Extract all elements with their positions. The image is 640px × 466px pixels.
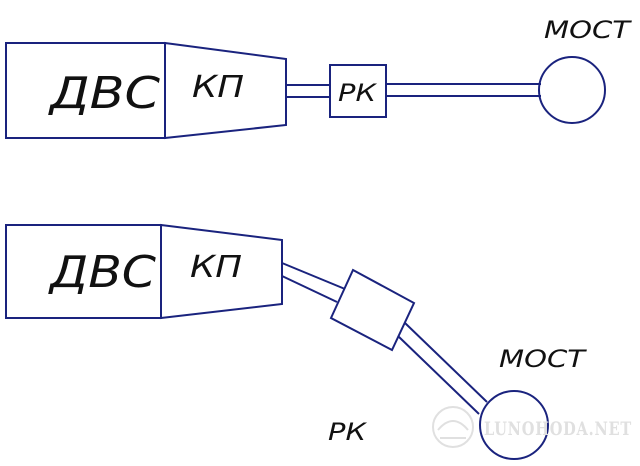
watermark-logo-icon: [432, 406, 474, 448]
gearbox-block-bottom: [160, 223, 283, 320]
gearbox-label-bottom: КП: [190, 250, 242, 285]
transfer-case-label-bottom: РК: [328, 418, 367, 446]
transfer-case-block-top: [329, 64, 387, 118]
transfer-case-block-bottom: [329, 268, 416, 352]
watermark-text: LUNOHODA.NET: [484, 418, 632, 440]
shaft-transfer-axle-bottom-2: [397, 335, 480, 415]
engine-label-bottom: ДВС: [48, 247, 157, 298]
axle-label-top: МОСТ: [544, 16, 633, 44]
shaft-gearbox-transfer-bottom-2: [281, 275, 338, 303]
axle-label-bottom: МОСТ: [499, 345, 588, 373]
axle-circle-top: [538, 56, 606, 124]
watermark: LUNOHODA.NET: [432, 406, 632, 448]
layout-top: [5, 41, 606, 140]
gearbox-block-top: [164, 41, 287, 140]
transfer-case-label-top: РК: [338, 79, 377, 107]
gearbox-label-top: КП: [192, 70, 244, 105]
shaft-gearbox-transfer-bottom-1: [281, 262, 346, 290]
engine-label-top: ДВС: [48, 68, 161, 119]
layout-bottom: [5, 223, 549, 460]
axle-circle-bottom: [479, 390, 549, 460]
shaft-transfer-axle-bottom-1: [404, 322, 488, 403]
